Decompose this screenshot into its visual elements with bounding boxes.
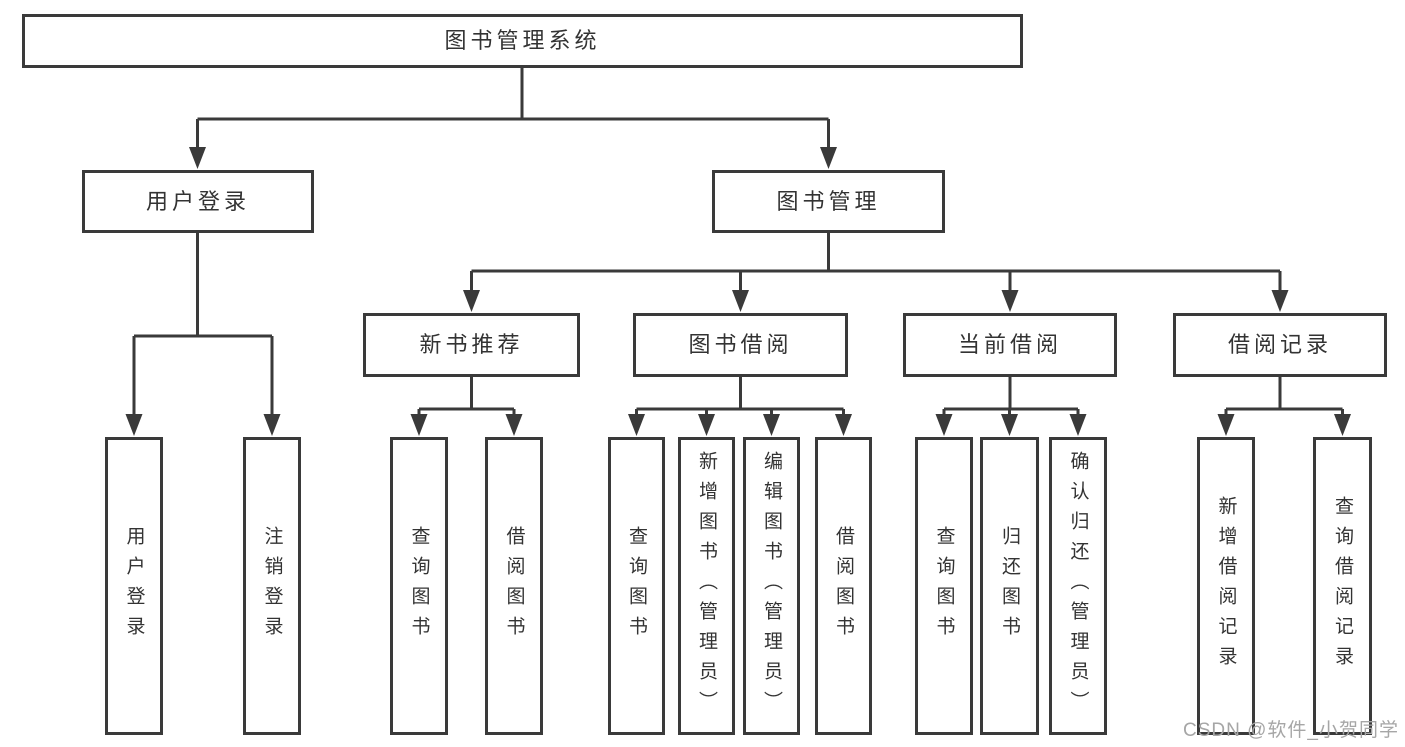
leaf-newbook-query-books-label: 查询图书 [408, 526, 430, 646]
node-book-management: 图书管理 [712, 170, 945, 233]
leaf-newbook-borrow-books-label: 借阅图书 [503, 526, 525, 646]
node-book-borrow-label: 图书借阅 [688, 332, 793, 357]
node-new-book-recommend-label: 新书推荐 [419, 332, 524, 357]
leaf-records-query-record: 查询借阅记录 [1313, 437, 1372, 735]
leaf-borrow-borrow-books: 借阅图书 [815, 437, 872, 735]
leaf-borrow-edit-books-admin-label: 编辑图书（管理员） [761, 451, 782, 721]
node-current-borrow-label: 当前借阅 [957, 332, 1062, 357]
leaf-borrow-add-books-admin: 新增图书（管理员） [678, 437, 735, 735]
leaf-user-login-label: 用户登录 [123, 526, 145, 646]
leaf-current-return-books: 归还图书 [980, 437, 1039, 735]
leaf-logout-login: 注销登录 [243, 437, 301, 735]
node-root-label: 图书管理系统 [444, 28, 601, 53]
leaf-user-login: 用户登录 [105, 437, 163, 735]
leaf-current-return-books-label: 归还图书 [999, 526, 1020, 646]
leaf-borrow-query-books: 查询图书 [608, 437, 665, 735]
node-current-borrow: 当前借阅 [903, 313, 1117, 377]
leaf-current-confirm-return-admin-label: 确认归还（管理员） [1067, 451, 1089, 721]
leaf-records-query-record-label: 查询借阅记录 [1332, 496, 1353, 676]
leaf-borrow-add-books-admin-label: 新增图书（管理员） [696, 451, 717, 721]
node-user-login-label: 用户登录 [145, 188, 250, 214]
node-book-borrow: 图书借阅 [633, 313, 848, 377]
watermark: CSDN @软件_小贺同学 [1183, 720, 1399, 741]
leaf-newbook-query-books: 查询图书 [390, 437, 448, 735]
node-borrow-records: 借阅记录 [1173, 313, 1387, 377]
leaf-logout-login-label: 注销登录 [261, 526, 283, 646]
node-root: 图书管理系统 [22, 14, 1023, 68]
node-borrow-records-label: 借阅记录 [1227, 332, 1332, 357]
leaf-current-query-books: 查询图书 [915, 437, 973, 735]
leaf-current-query-books-label: 查询图书 [933, 526, 955, 646]
node-book-management-label: 图书管理 [776, 188, 881, 214]
leaf-records-add-record: 新增借阅记录 [1197, 437, 1255, 735]
leaf-borrow-edit-books-admin: 编辑图书（管理员） [743, 437, 800, 735]
node-new-book-recommend: 新书推荐 [363, 313, 580, 377]
leaf-records-add-record-label: 新增借阅记录 [1215, 496, 1237, 676]
node-user-login: 用户登录 [82, 170, 314, 233]
leaf-borrow-query-books-label: 查询图书 [626, 526, 647, 646]
leaf-newbook-borrow-books: 借阅图书 [485, 437, 543, 735]
leaf-borrow-borrow-books-label: 借阅图书 [833, 526, 854, 646]
leaf-current-confirm-return-admin: 确认归还（管理员） [1049, 437, 1107, 735]
